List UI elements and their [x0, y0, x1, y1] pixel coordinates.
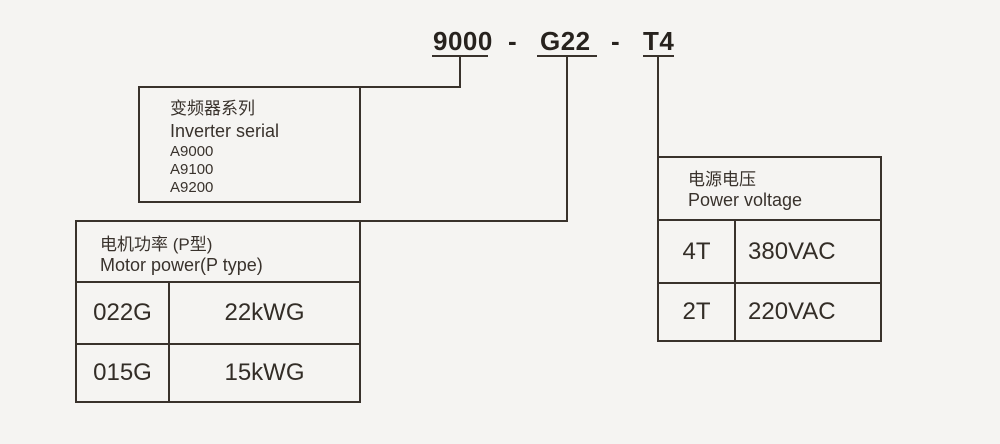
- power-voltage-header-divider: [657, 219, 882, 221]
- power-voltage-title-zh: 电源电压: [688, 170, 756, 189]
- power-voltage-row-code: 2T: [682, 298, 711, 325]
- connector-series-vertical: [459, 55, 461, 88]
- motor-power-row-value: 22kWG: [224, 299, 305, 326]
- power-voltage-row-value: 380VAC: [748, 237, 836, 265]
- connector-series-horizontal: [359, 86, 461, 88]
- inverter-serial-title-en: Inverter serial: [170, 121, 280, 141]
- model-code-series: 9000: [433, 26, 493, 56]
- motor-power-header-divider: [75, 281, 361, 283]
- inverter-serial-box: [138, 86, 361, 203]
- model-code-separator: -: [611, 26, 621, 56]
- connector-power-horizontal: [359, 220, 568, 222]
- power-voltage-column-divider: [734, 219, 736, 342]
- motor-power-row-code: 015G: [93, 359, 152, 386]
- inverter-serial-title-zh: 变频器系列: [170, 99, 255, 118]
- power-voltage-title-en: Power voltage: [688, 190, 803, 210]
- power-voltage-table: [657, 156, 882, 342]
- inverter-model-item: A9100: [170, 161, 214, 178]
- power-voltage-row-divider: [657, 282, 882, 284]
- motor-power-title-zh: 电机功率 (P型): [100, 235, 213, 254]
- inverter-model-item: A9000: [170, 143, 214, 160]
- model-code-power: G22: [540, 26, 591, 56]
- power-voltage-row-code: 4T: [682, 237, 711, 265]
- power-voltage-row-value: 220VAC: [748, 298, 836, 325]
- motor-power-column-divider: [168, 281, 170, 403]
- connector-voltage-vertical: [657, 55, 659, 158]
- model-code-separator: -: [508, 26, 518, 56]
- motor-power-row-code: 022G: [93, 299, 152, 326]
- motor-power-row-value: 15kWG: [224, 359, 305, 386]
- motor-power-row-divider: [75, 343, 361, 345]
- inverter-model-item: A9200: [170, 179, 214, 196]
- motor-power-title-en: Motor power(P type): [100, 255, 263, 275]
- motor-power-table: [75, 220, 361, 403]
- model-code-voltage: T4: [643, 26, 675, 56]
- connector-power-vertical: [566, 55, 568, 222]
